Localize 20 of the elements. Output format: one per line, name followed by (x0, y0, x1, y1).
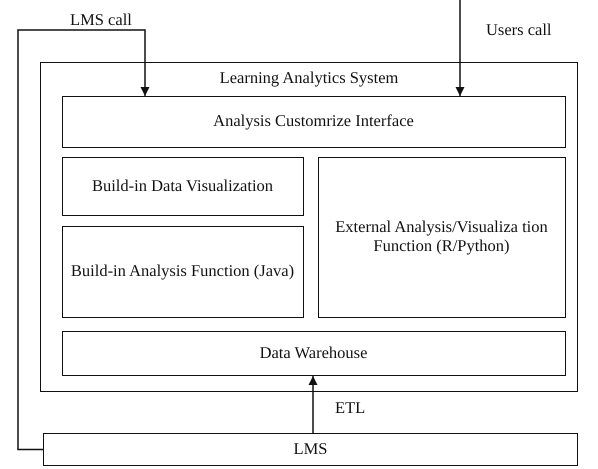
component-label: Build-in Analysis Function (Java) (70, 262, 294, 281)
system-container (40, 62, 578, 392)
edge-label: Users call (486, 20, 552, 40)
edge-label: ETL (335, 398, 366, 418)
component-label: Data Warehouse (260, 344, 368, 362)
component-box (62, 156, 304, 216)
arrow (17, 29, 150, 450)
component-label: LMS (294, 440, 328, 459)
component-label: External Analysis/Visualiza tion Function (R/Python) (334, 218, 549, 256)
component-label: Build-in Data Visualization (92, 176, 274, 196)
container-title: Learning Analytics System (220, 69, 398, 88)
edge-label: LMS call (70, 10, 132, 30)
component-box (62, 226, 304, 318)
component-box (43, 433, 578, 466)
arrow (308, 376, 318, 433)
component-box (62, 96, 566, 148)
component-box (62, 330, 566, 376)
arrow (456, 0, 464, 96)
component-label: Analysis Customrize Interface (213, 112, 414, 131)
component-box (318, 156, 566, 318)
